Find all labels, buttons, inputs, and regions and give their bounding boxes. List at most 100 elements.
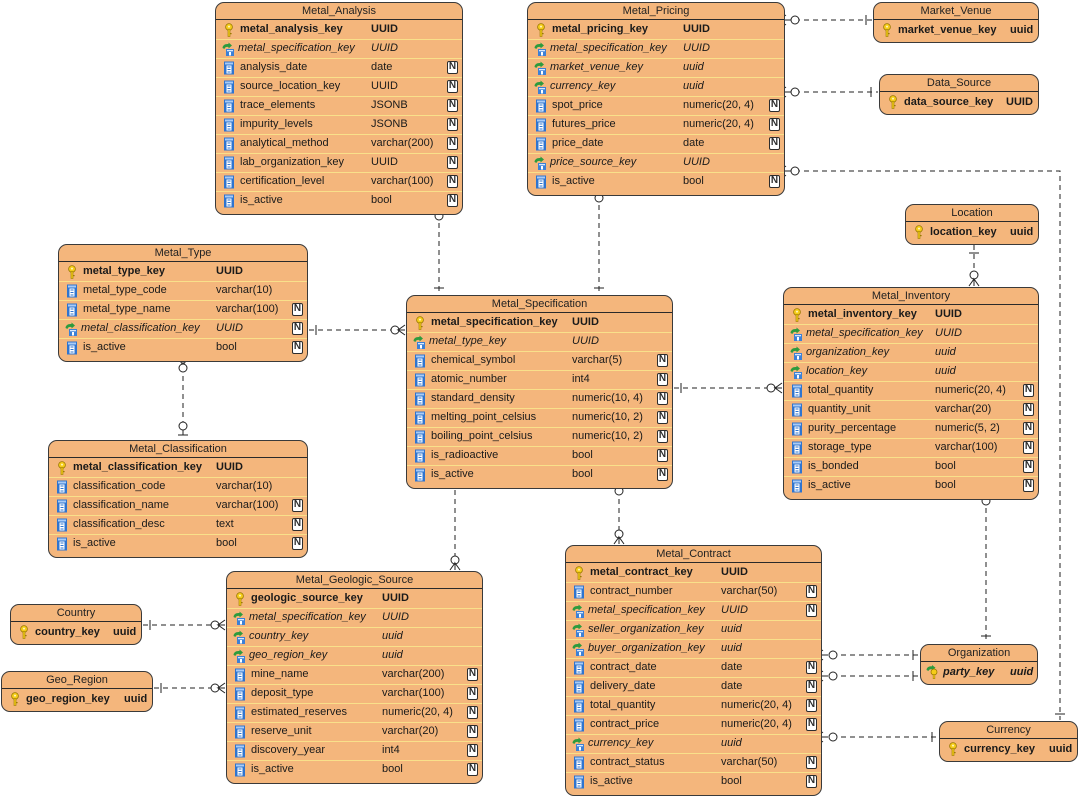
column-name: metal_type_key <box>429 335 507 347</box>
column-name: metal_specification_key <box>431 316 558 328</box>
column-type: bool <box>935 479 956 491</box>
foreign-key-icon <box>533 80 547 94</box>
nullable-icon: N <box>467 706 478 719</box>
nullable-icon: N <box>1023 441 1034 454</box>
nullable-icon: N <box>447 80 458 93</box>
